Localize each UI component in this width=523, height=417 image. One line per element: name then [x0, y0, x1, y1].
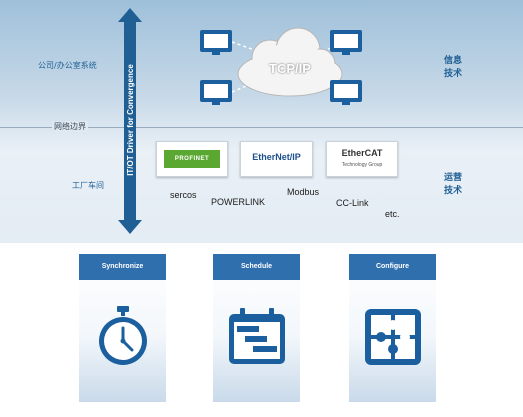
network-boundary-line	[0, 127, 523, 128]
monitor-icon-bottom-left	[200, 80, 232, 105]
profinet-logo-text: PROFINET	[164, 150, 220, 168]
cloud-icon	[237, 27, 343, 97]
configure-column: Configure	[349, 254, 436, 402]
ethernetip-logo: EtherNet/IP	[240, 141, 313, 177]
schedule-column: Schedule	[213, 254, 300, 402]
profinet-logo: PROFINET	[156, 141, 228, 177]
powerlink-label: POWERLINK	[211, 197, 266, 207]
sercos-label: sercos	[170, 190, 197, 200]
cclink-label: CC-Link	[336, 198, 369, 208]
modbus-label: Modbus	[287, 187, 320, 197]
schedule-header: Schedule	[213, 254, 300, 280]
ethercat-logo: EtherCAT Technology Group	[326, 141, 398, 177]
etc-label: etc.	[385, 209, 400, 219]
factory-floor-label: 工厂车间	[72, 181, 104, 190]
ethercat-logo-subtext: Technology Group	[341, 162, 383, 168]
puzzle-icon	[365, 309, 421, 365]
driver-arrow	[118, 8, 142, 234]
information-technology-label: 信息技术	[443, 56, 462, 79]
clock-icon	[99, 306, 147, 365]
configure-header: Configure	[349, 254, 436, 280]
ethercat-logo-text: EtherCAT	[341, 148, 383, 158]
synchronize-header: Synchronize	[79, 254, 166, 280]
tcpip-network-graphic	[200, 27, 362, 105]
synchronize-column: Synchronize	[79, 254, 166, 402]
driver-label: IT/OT Driver for Convergence	[126, 64, 135, 176]
network-boundary-label: 网络边界	[52, 121, 88, 132]
schedule-chart-icon	[229, 308, 285, 364]
operational-technology-label: 运营技术	[443, 173, 462, 196]
monitor-icon-top-left	[200, 30, 232, 55]
office-systems-label: 公司/办公室系统	[38, 61, 97, 70]
monitor-icon-bottom-right	[330, 80, 362, 105]
ethernetip-logo-text: EtherNet/IP	[252, 152, 301, 162]
monitor-icon-top-right	[330, 30, 362, 55]
cloud-label: TCP/IP	[269, 61, 311, 76]
